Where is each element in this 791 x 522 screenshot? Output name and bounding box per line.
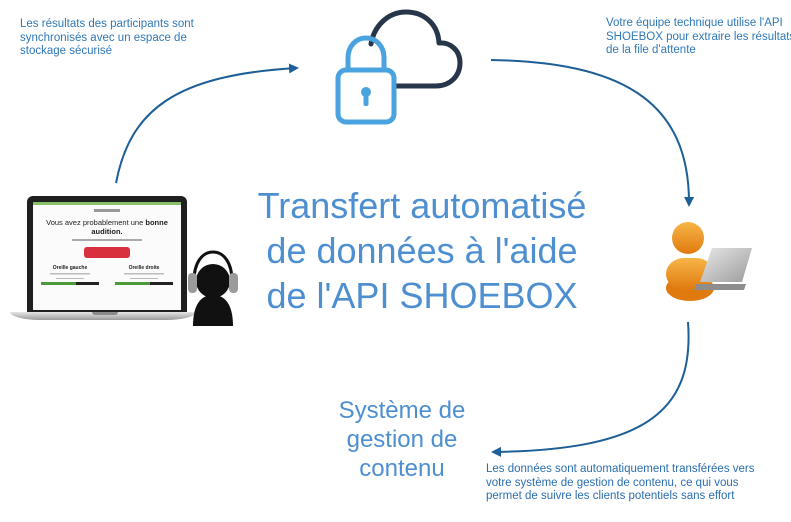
screen-headline-text: Vous avez probablement une [46, 218, 146, 227]
screen-headline: Vous avez probablement une bonne auditio… [33, 218, 181, 236]
diagram-title: Transfert automatisé de données à l'aide… [222, 183, 622, 318]
screen-logo [94, 209, 120, 212]
left-ear-text [50, 273, 90, 279]
lock-icon [335, 35, 397, 125]
arrow-to-content-system [491, 321, 690, 457]
screen-link [72, 239, 142, 241]
laptop-screen: Vous avez probablement une bonne auditio… [33, 202, 181, 310]
cloud-icon [368, 9, 463, 89]
laptop-base [10, 312, 196, 320]
screen-right-ear: Oreille droite [115, 265, 173, 285]
laptop-icon: Vous avez probablement une bonne auditio… [10, 196, 196, 326]
caption-transfer: Les données sont automatiquement transfé… [486, 463, 755, 502]
target-line-2: gestion de [346, 426, 458, 453]
screen-left-ear: Oreille gauche [41, 265, 99, 285]
headphones-person-icon [188, 250, 238, 326]
caption-api-extract: Votre équipe technique utilise l'API SHO… [606, 17, 791, 56]
screen-headline-bold: bonne audition. [91, 218, 168, 236]
screen-results: Oreille gauche Oreille droite [33, 265, 181, 285]
support-person-icon [666, 222, 752, 301]
right-ear-bar [115, 282, 173, 285]
laptop-notch [92, 312, 118, 315]
right-ear-text [124, 273, 164, 279]
arrow-to-cloud [115, 63, 299, 184]
left-ear-title: Oreille gauche [52, 265, 88, 271]
target-line-3: contenu [359, 455, 445, 482]
title-line-2: de données à l'aide [266, 230, 578, 271]
left-ear-bar [41, 282, 99, 285]
screen-header-bar [33, 202, 181, 205]
laptop-screen-frame: Vous avez probablement une bonne auditio… [27, 196, 187, 314]
title-line-3: de l'API SHOEBOX [266, 275, 578, 316]
right-ear-title: Oreille droite [128, 265, 160, 271]
arrow-to-support [490, 59, 695, 207]
target-line-1: Système de [338, 397, 466, 424]
screen-button [84, 247, 130, 258]
title-line-1: Transfert automatisé [257, 185, 587, 226]
content-system-label: Système de gestion de contenu [302, 396, 502, 483]
caption-sync: Les résultats des participants sont sync… [20, 18, 194, 57]
